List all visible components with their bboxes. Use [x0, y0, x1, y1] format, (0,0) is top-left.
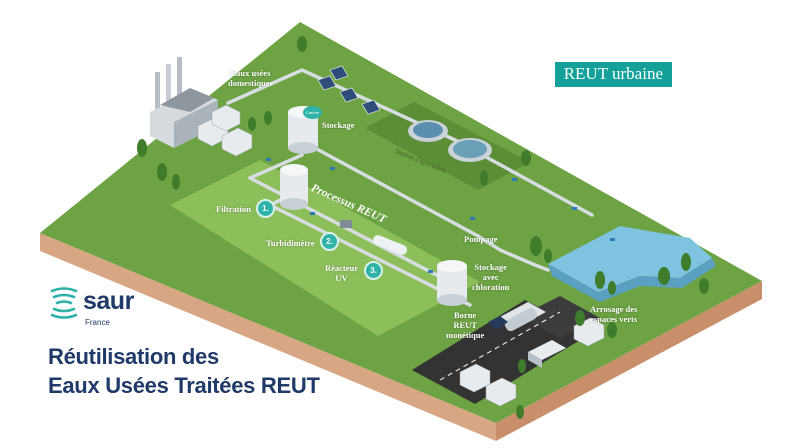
tanker-truck: [488, 302, 546, 332]
saur-logo: saur France: [49, 286, 159, 334]
page-title: Réutilisation des Eaux Usées Traitées RE…: [48, 342, 320, 400]
turbidimeter-device: [340, 220, 352, 228]
label-chlorination-storage: Stockage avec chloration: [472, 262, 510, 292]
label-uv-reactor: Réacteur UV: [325, 263, 359, 283]
title-line-1: Réutilisation des: [48, 344, 219, 369]
river: [548, 226, 712, 292]
reut-urbaine-badge: REUT urbaine: [554, 62, 672, 87]
carbon-tag: Carbon: [303, 106, 322, 119]
filtration-tank: [280, 164, 308, 210]
label-borne: Borne REUT monétique: [446, 310, 485, 340]
label-filtration: Filtration: [216, 204, 251, 214]
step-1-badge: 1.: [256, 199, 275, 218]
soil-right-face: [496, 281, 762, 441]
station-area: [365, 102, 530, 190]
chlorination-tank: [437, 260, 467, 306]
station-basins: [408, 120, 492, 162]
solar-panels: [317, 65, 381, 115]
uv-reactor: [372, 235, 408, 255]
step-2-badge: 2.: [320, 232, 339, 251]
service-van: [528, 340, 566, 368]
soil-left-face: [40, 233, 496, 441]
label-storage: Stockage: [322, 120, 355, 130]
label-domestic-wastewater: Eaux usées domestiques: [228, 68, 273, 88]
brand-name: saur: [83, 287, 134, 315]
brand-country: France: [85, 318, 110, 327]
step-3-badge: 3.: [364, 261, 383, 280]
saur-wave-icon: [50, 287, 78, 319]
houses: [197, 104, 605, 407]
label-irrigation: Arrosage des espaces verts: [590, 304, 638, 324]
pipe-valves: [266, 158, 615, 273]
label-pumping: Pompage: [464, 234, 498, 244]
title-line-2: Eaux Usées Traitées REUT: [48, 373, 320, 398]
trees: [137, 36, 709, 419]
label-turbidimeter: Turbidimètre: [266, 238, 315, 248]
river-bank: [548, 258, 716, 302]
